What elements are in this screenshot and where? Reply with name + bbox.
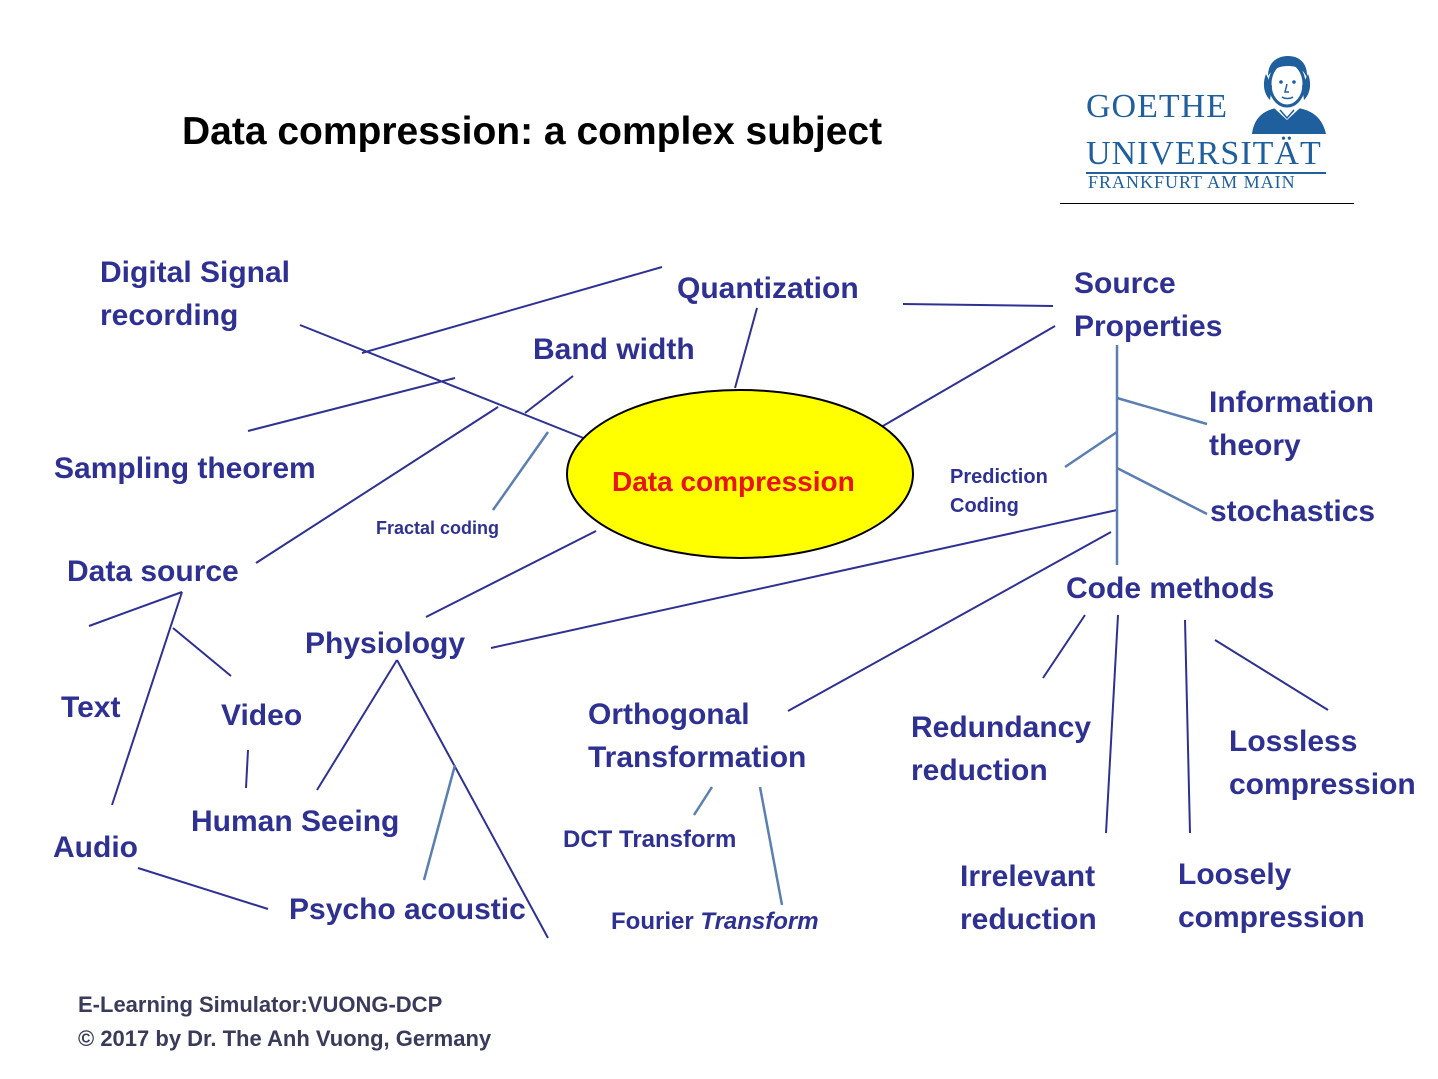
node-physiology: Physiology (305, 627, 466, 660)
node-prediction-coding: Prediction Coding (950, 466, 1048, 517)
connector (758, 786, 784, 906)
node-irrelevant-reduction: Irrelevant reduction (960, 860, 1097, 936)
connector (490, 509, 1118, 649)
node-loosely-compression: Loosely compression (1178, 858, 1365, 934)
node-dct-transform: DCT Transform (563, 826, 737, 853)
node-band-width: Band width (533, 333, 695, 366)
connector (1116, 396, 1208, 426)
connector (245, 749, 249, 789)
node-audio: Audio (53, 831, 138, 864)
node-video: Video (221, 699, 303, 732)
logo-divider (1086, 172, 1326, 174)
connector (137, 867, 269, 910)
node-quantization: Quantization (677, 272, 859, 305)
university-logo: GOETHE UNIVERSITÄT FRANKFURT AM MAIN (1060, 52, 1354, 206)
node-data-source: Data source (67, 555, 239, 588)
connector (1214, 639, 1329, 711)
connector (361, 266, 663, 354)
connector (692, 786, 714, 816)
logo-text-goethe: GOETHE (1086, 88, 1228, 125)
connector (425, 530, 597, 618)
center-node-label: Data compression (612, 466, 855, 497)
node-text: Text (61, 691, 121, 724)
connector (299, 324, 597, 444)
goethe-portrait-icon (1252, 56, 1326, 134)
node-sampling-theorem: Sampling theorem (54, 452, 316, 485)
connector (111, 591, 183, 806)
logo-text-universitaet: UNIVERSITÄT (1086, 135, 1322, 172)
footer-credit-line-2: © 2017 by Dr. The Anh Vuong, Germany (78, 1026, 492, 1051)
node-digital-signal-recording: Digital Signal recording (100, 256, 291, 332)
node-human-seeing: Human Seeing (191, 805, 400, 838)
connector (172, 627, 232, 677)
connector (247, 377, 456, 432)
connector (902, 303, 1054, 307)
page-title: Data compression: a complex subject (182, 110, 883, 153)
logo-rule (1060, 203, 1354, 204)
center-ellipse (566, 389, 914, 559)
node-fourier-transform: Fourier Transform (611, 900, 819, 943)
connector (787, 531, 1112, 712)
fourier-label: Fourier (611, 908, 701, 935)
node-fractal-coding: Fractal coding (376, 518, 500, 538)
connector (1116, 466, 1208, 516)
node-redundancy-reduction: Redundancy reduction (911, 711, 1092, 787)
connector (255, 406, 499, 564)
connector (524, 375, 574, 414)
node-information-theory: Information theory (1209, 386, 1374, 462)
node-stochastics: stochastics (1210, 495, 1376, 528)
connector (88, 591, 183, 627)
connector (422, 764, 457, 881)
node-psycho-acoustic: Psycho acoustic (289, 893, 526, 926)
transform-label: Transform (700, 908, 819, 935)
node-lossless-compression: Lossless compression (1229, 725, 1416, 801)
logo-text-frankfurt: FRANKFURT AM MAIN (1088, 172, 1296, 192)
connector (1105, 614, 1119, 834)
connector (1064, 430, 1118, 469)
connector (1184, 619, 1191, 834)
connector (1042, 614, 1086, 679)
node-orthogonal-transformation: Orthogonal Transformation (588, 698, 807, 774)
connector (396, 659, 549, 939)
connector (875, 325, 1056, 431)
node-code-methods: Code methods (1066, 572, 1275, 605)
node-source-properties: Source Properties (1074, 267, 1223, 343)
footer-credit-line-1: E-Learning Simulator:VUONG-DCP (78, 992, 443, 1017)
connector (316, 659, 398, 791)
connector (734, 307, 758, 389)
connector (491, 431, 550, 511)
